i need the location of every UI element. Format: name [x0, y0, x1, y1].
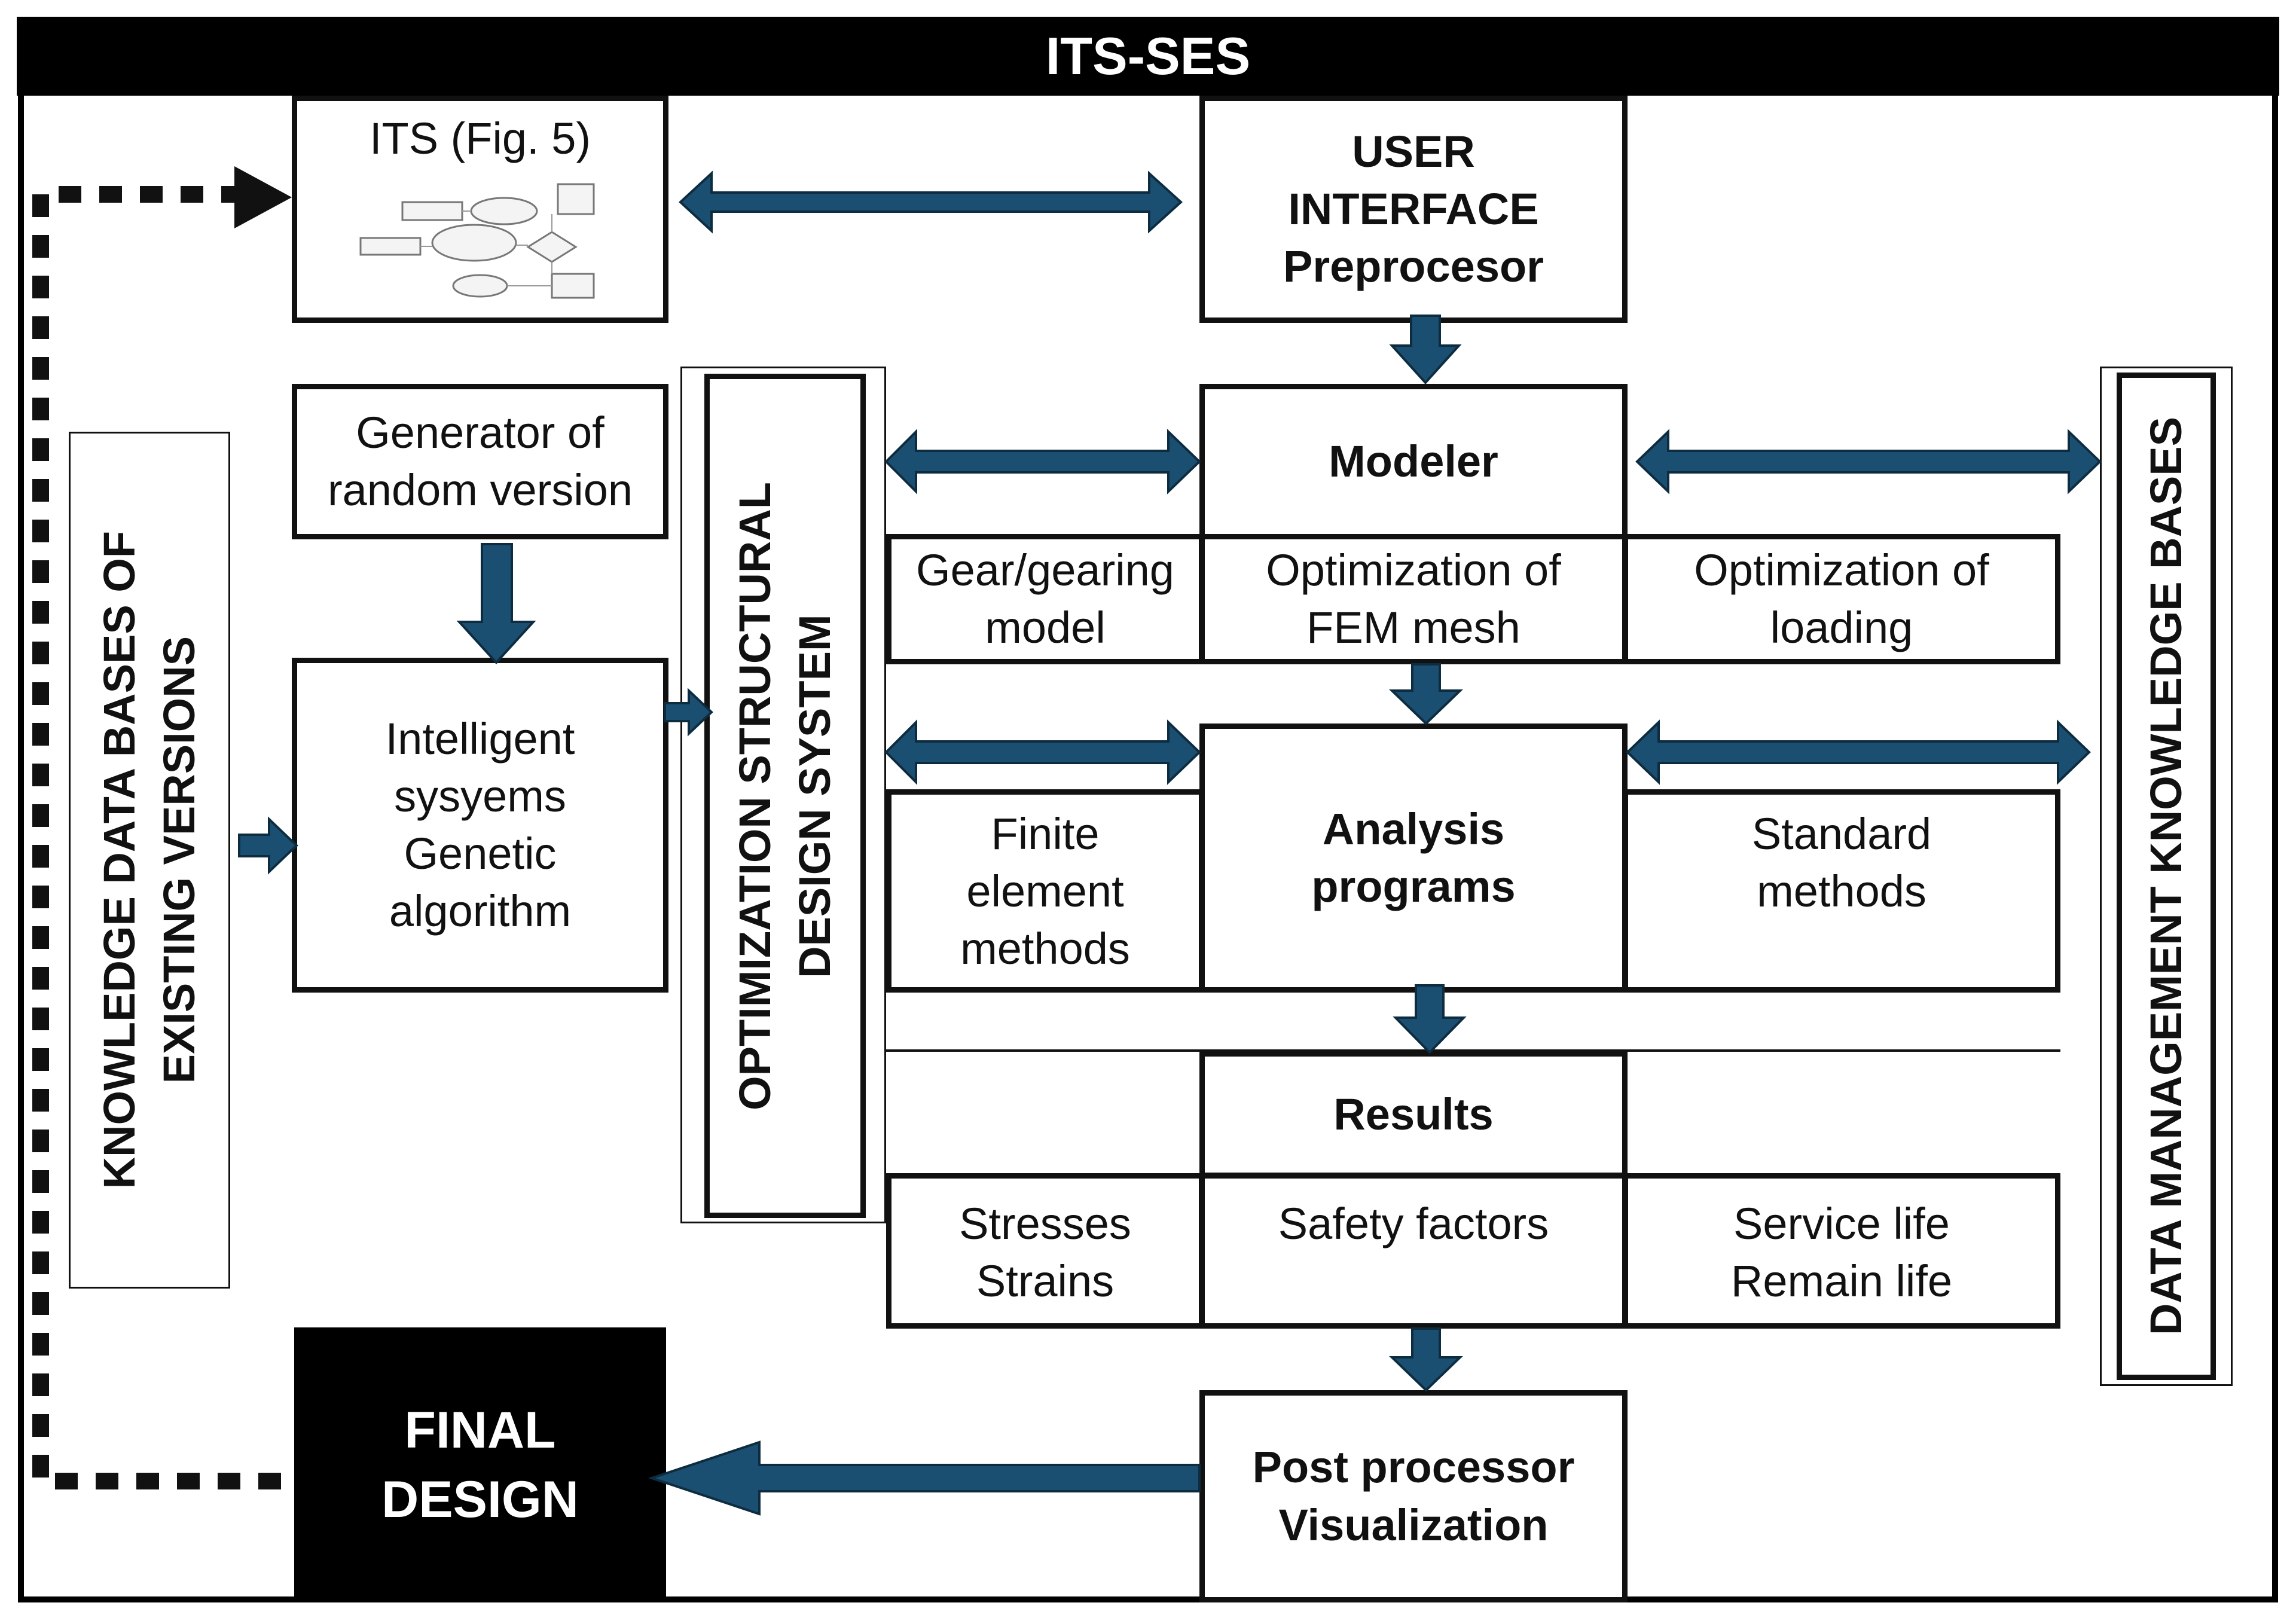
knowledge-intelligent-arrow	[238, 816, 298, 875]
stresses-label: Stresses Strains	[959, 1199, 1131, 1306]
user-interface-label: USER INTERFACE Preprocesor	[1283, 126, 1544, 292]
user-interface-box: USER INTERFACE Preprocesor	[1199, 96, 1628, 323]
feedback-dashed-arrow	[32, 186, 281, 1489]
service-life-label: Service life Remain life	[1730, 1199, 1953, 1306]
service-life-box: Service life Remain life	[1623, 1173, 2060, 1329]
fem-mesh-box: Optimization of FEM mesh	[1199, 534, 1628, 664]
data-management-panel: DATA MANAGEMENT KNOWLEDGE BASES	[2117, 373, 2216, 1380]
flowchart-thumbnail	[359, 183, 595, 299]
loading-box: Optimization of loading	[1623, 534, 2060, 664]
intelligent-systems-label: Intelligent sysyems Genetic algorithm	[385, 713, 575, 936]
its-ui-double-arrow	[679, 170, 1183, 234]
intelligent-systems-box: Intelligent sysyems Genetic algorithm	[292, 658, 668, 993]
stresses-box: Stresses Strains	[886, 1173, 1204, 1329]
finite-element-label: Finite element methods	[960, 809, 1130, 974]
gear-model-box: Gear/gearing model	[886, 534, 1204, 664]
gear-model-label: Gear/gearing model	[916, 545, 1174, 652]
generator-label: Generator of random version	[327, 407, 633, 515]
title-bar: ITS-SES	[17, 17, 2279, 96]
optimization-system-panel: OPTIMIZATION STRUCTURAL DESIGN SYSTEM	[704, 374, 866, 1218]
results-postprocessor-arrow	[1389, 1327, 1463, 1392]
post-processor-box: Post processor Visualization	[1199, 1390, 1628, 1602]
diagram-title: ITS-SES	[1045, 26, 1251, 86]
fem-mesh-label: Optimization of FEM mesh	[1266, 545, 1561, 652]
fem-analysis-arrow	[1389, 663, 1463, 725]
its-box: ITS (Fig. 5)	[292, 96, 668, 323]
safety-factors-box: Safety factors	[1199, 1173, 1628, 1329]
safety-factors-label: Safety factors	[1278, 1199, 1549, 1248]
analysis-programs-box: Analysis programs	[1199, 724, 1628, 993]
generator-box: Generator of random version	[292, 384, 668, 539]
loading-label: Optimization of loading	[1694, 545, 1989, 652]
knowledge-db-panel: KNOWLEDGE DATA BASES OF EXISTING VERSION…	[69, 432, 230, 1289]
standard-methods-box: Standard methods	[1623, 789, 2060, 993]
results-box: Results	[1199, 1051, 1628, 1178]
postprocessor-final-arrow	[648, 1440, 1201, 1516]
its-label: ITS (Fig. 5)	[369, 114, 591, 163]
results-label: Results	[1333, 1089, 1494, 1139]
post-processor-label: Post processor Visualization	[1252, 1442, 1575, 1550]
analysis-programs-label: Analysis programs	[1311, 804, 1516, 911]
optimization-analysis-double-arrow	[884, 719, 1201, 785]
standard-methods-label: Standard methods	[1751, 809, 1932, 917]
analysis-data-double-arrow	[1626, 719, 2091, 785]
modeler-label: Modeler	[1329, 436, 1498, 486]
final-design-label: FINAL DESIGN	[381, 1401, 579, 1528]
ui-modeler-arrow	[1389, 315, 1462, 384]
modeler-data-double-arrow	[1635, 429, 2102, 494]
optimization-modeler-double-arrow	[884, 429, 1201, 494]
intelligent-optimization-arrow	[664, 688, 713, 737]
feedback-arrowhead	[234, 166, 292, 228]
finite-element-box: Finite element methods	[886, 789, 1204, 993]
generator-intelligent-arrow	[456, 543, 536, 664]
analysis-results-arrow	[1393, 984, 1467, 1054]
final-design-box: FINAL DESIGN	[294, 1327, 666, 1602]
